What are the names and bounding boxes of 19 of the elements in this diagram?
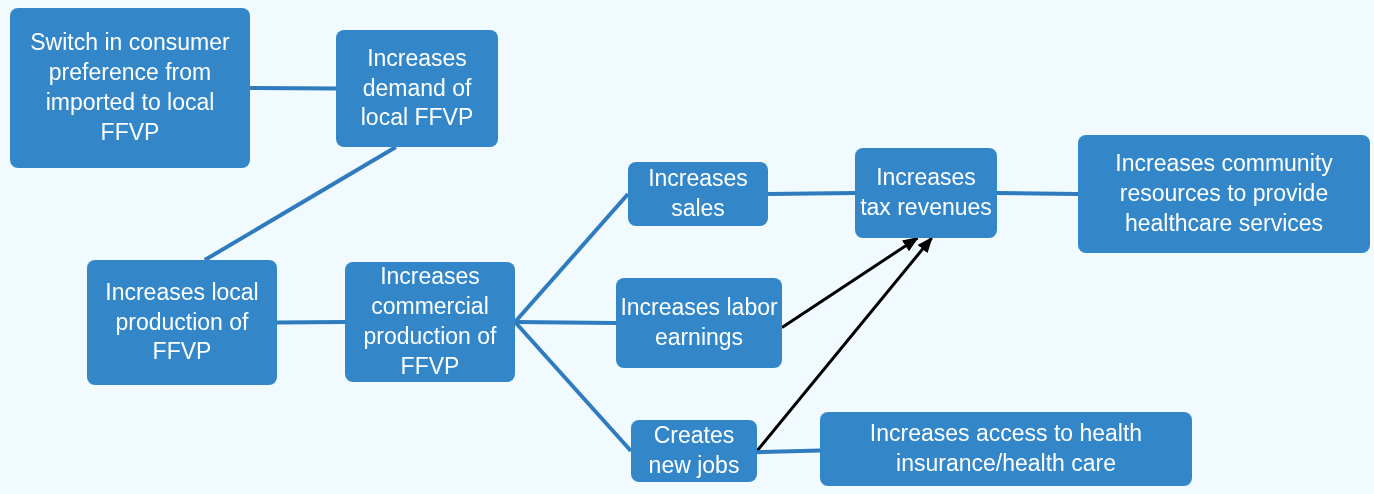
- connector-line: [767, 191, 856, 196]
- connector-line: [756, 448, 821, 455]
- process-box: Increases labor earnings: [616, 278, 782, 368]
- process-box: Switch in consumer preference from imported to local FFVP: [10, 8, 250, 168]
- process-box: Increases community resources to provide healthcare services: [1078, 135, 1370, 253]
- connector-line: [514, 320, 617, 325]
- connector-line: [250, 86, 336, 91]
- process-box: Increases access to health insurance/health care: [820, 412, 1192, 486]
- process-box: Increases sales: [628, 162, 768, 226]
- process-box: Creates new jobs: [631, 420, 757, 482]
- process-box: Increases commercial production of FFVP: [345, 262, 515, 382]
- process-box: Increases tax revenues: [855, 148, 997, 238]
- arrow: [781, 236, 919, 329]
- connector-line: [996, 191, 1079, 196]
- process-box: Increases demand of local FFVP: [336, 30, 498, 147]
- arrow: [755, 236, 933, 452]
- connector-line: [203, 145, 397, 262]
- connector-line: [277, 320, 345, 325]
- process-box: Increases local production of FFVP: [87, 260, 277, 385]
